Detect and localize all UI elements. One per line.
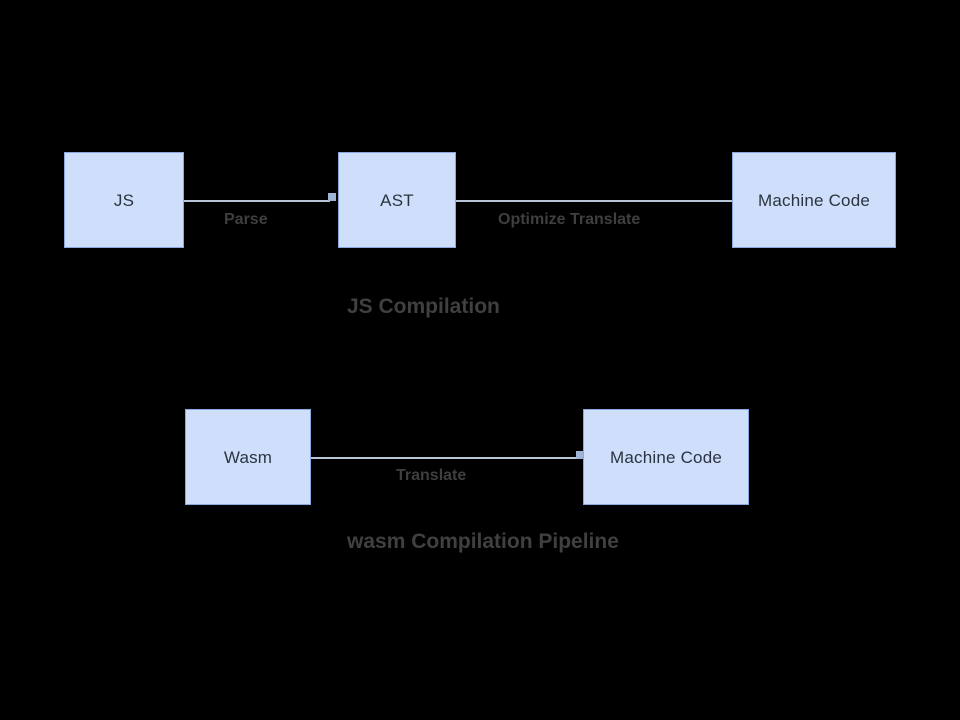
node-wasm-label: Wasm bbox=[223, 447, 273, 467]
node-js[interactable]: JS bbox=[64, 152, 184, 248]
caption-wasm-pipeline: wasm Compilation Pipeline bbox=[347, 530, 619, 553]
node-ast[interactable]: AST bbox=[338, 152, 456, 248]
arrowhead-icon-js-to-ast bbox=[328, 193, 336, 201]
node-machine-code-bottom[interactable]: Machine Code bbox=[583, 409, 749, 505]
node-wasm[interactable]: Wasm bbox=[185, 409, 311, 505]
edge-label-translate: Translate bbox=[396, 467, 467, 484]
edge-wasm-to-machine-code bbox=[311, 457, 583, 459]
edge-label-optimize-translate: Optimize Translate bbox=[498, 211, 641, 228]
node-ast-label: AST bbox=[380, 190, 414, 210]
node-machine-code-bottom-label: Machine Code bbox=[609, 447, 723, 467]
node-js-label: JS bbox=[113, 190, 135, 210]
node-machine-code-top-label: Machine Code bbox=[757, 190, 871, 210]
edge-js-to-ast bbox=[184, 200, 330, 202]
caption-js-pipeline: JS Compilation bbox=[347, 295, 500, 318]
edge-ast-to-machine-code bbox=[456, 200, 734, 202]
node-machine-code-top[interactable]: Machine Code bbox=[732, 152, 896, 248]
arrowhead-icon-wasm-to-machine-code bbox=[576, 451, 584, 459]
edge-label-parse: Parse bbox=[224, 211, 268, 228]
